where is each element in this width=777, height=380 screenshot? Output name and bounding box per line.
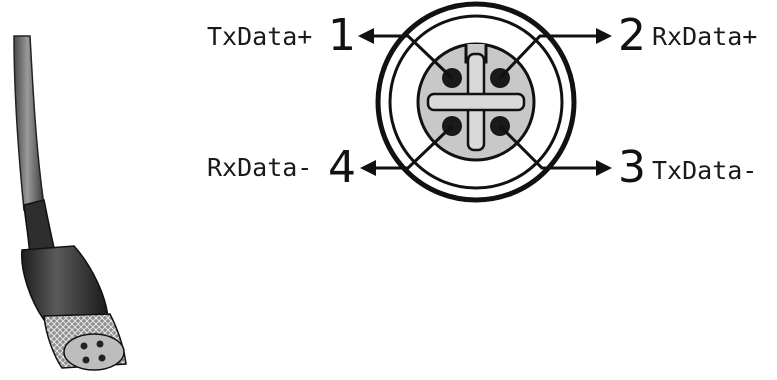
pin-4-number: 4	[328, 142, 356, 193]
pin-1-signal: TxData+	[207, 22, 313, 51]
arrow-pin-1	[358, 28, 374, 44]
arrow-pin-4	[360, 160, 376, 176]
m12-plug-illustration	[13, 35, 127, 371]
pin-2-signal: RxData+	[652, 22, 758, 51]
leader-lines	[370, 34, 598, 170]
arrowheads	[358, 28, 612, 176]
plug-pin	[96, 340, 104, 348]
leader-pin-2	[498, 34, 598, 80]
pin-1-number: 1	[328, 10, 356, 61]
leader-pin-3	[498, 124, 598, 170]
connector-body	[21, 245, 109, 321]
leader-pin-4	[372, 124, 454, 170]
pin-3-signal: TxData-	[652, 156, 758, 185]
divider-horizontal	[426, 92, 526, 112]
pin-3-number: 3	[618, 142, 646, 193]
plug-face	[63, 333, 125, 371]
arrow-pin-3	[596, 160, 612, 176]
arrow-pin-2	[596, 28, 612, 44]
plug-pin	[80, 342, 88, 350]
cable	[13, 35, 45, 211]
plug-pin	[82, 356, 90, 364]
plug-pin	[98, 354, 106, 362]
connector-face	[375, 1, 577, 203]
pin-2-number: 2	[618, 10, 646, 61]
leader-pin-1	[370, 34, 454, 80]
pin-4-signal: RxData-	[207, 153, 313, 182]
